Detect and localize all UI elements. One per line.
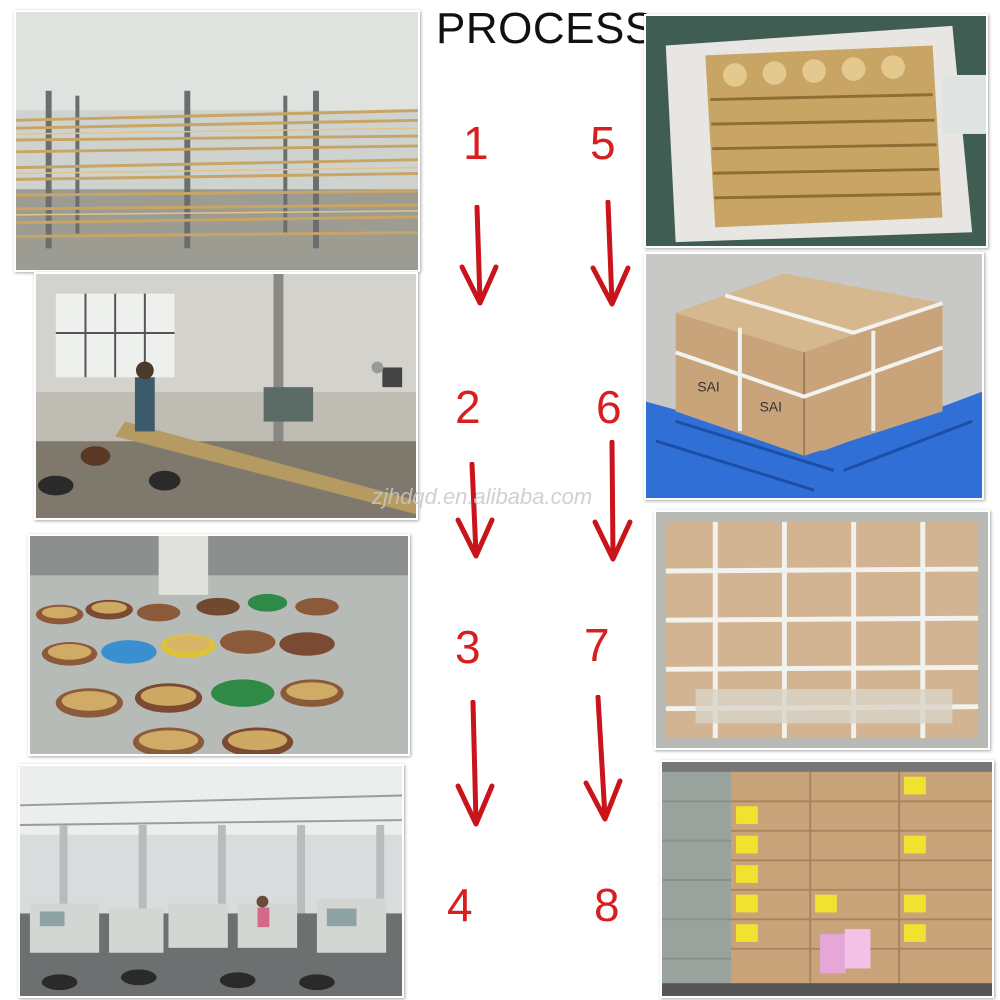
photo-brass-parts-bins (28, 534, 410, 756)
step-number-8: 8 (594, 879, 620, 931)
step-number-1: 1 (463, 117, 489, 169)
box-label-2: SAI (760, 399, 782, 414)
photo-warehouse-stock (660, 760, 994, 998)
page-title: PROCESS (436, 4, 655, 53)
down-arrow-icon (459, 205, 499, 306)
photo-cnc-machine-floor (18, 764, 404, 998)
down-arrow-icon (455, 462, 495, 559)
step-number-4: 4 (447, 879, 473, 931)
down-arrow-icon (590, 200, 631, 307)
step-number-5: 5 (590, 117, 616, 169)
step-number-3: 3 (455, 621, 481, 673)
down-arrow-icon (583, 695, 623, 822)
photo-wrapped-pallet (654, 510, 990, 750)
down-arrow-icon (455, 700, 495, 827)
photo-cartons-on-pallet: SAI SAI (644, 252, 984, 500)
step-number-7: 7 (584, 619, 610, 671)
step-number-2: 2 (455, 381, 481, 433)
down-arrow-icon (592, 440, 633, 562)
photo-fittings-in-carton (644, 14, 988, 248)
step-number-6: 6 (596, 381, 622, 433)
watermark: zjhdqd.en.alibaba.com (372, 484, 593, 509)
photo-brass-rods-rack (14, 10, 420, 272)
photo-cutting-workshop (34, 272, 418, 520)
box-label-1: SAI (697, 380, 719, 395)
